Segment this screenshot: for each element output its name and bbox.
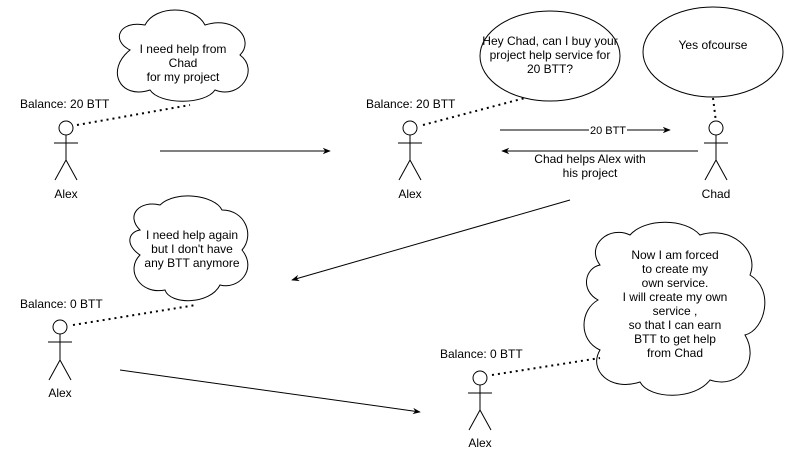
thought-line: I need help from (139, 42, 227, 56)
speech-bubble-chad (642, 6, 784, 98)
payment-label-text: 20 BTT (588, 125, 628, 137)
actor-alex-2 (398, 120, 422, 181)
actor-alex-3 (48, 319, 72, 381)
balance-label-2: Balance: 20 BTT (366, 97, 456, 111)
actor-name-chad: Chad (701, 187, 731, 201)
speech-line: 20 BTT? (526, 62, 574, 76)
thought-cloud-alex-1 (117, 9, 249, 102)
thought-line: service , (652, 304, 698, 318)
thought-line: own service. (641, 276, 709, 290)
speech-bubble-alex-2 (479, 10, 621, 102)
thought-line: BTT to get help (634, 332, 716, 346)
actor-name-alex-2: Alex (398, 187, 422, 201)
speech-text-alex-2: Hey Chad, can I buy your project help se… (478, 34, 622, 76)
thought-connector-3 (72, 304, 197, 326)
thought-line: to create my (641, 262, 709, 276)
thought-cloud-alex-3 (129, 195, 249, 302)
thought-line: from Chad (646, 346, 704, 360)
service-line: his project (562, 166, 618, 180)
actor-name-alex-4: Alex (468, 436, 492, 450)
actor-chad (704, 120, 728, 181)
balance-label-1: Balance: 20 BTT (20, 97, 110, 111)
balance-label-3: Balance: 0 BTT (20, 297, 103, 311)
flow-arrow-3-to-4 (119, 369, 421, 415)
thought-text-alex-3: I need help again but I don't have any B… (136, 228, 248, 270)
thought-line: I will create my own (622, 290, 728, 304)
actor-alex-1 (54, 120, 78, 181)
balance-label-4: Balance: 0 BTT (440, 347, 523, 361)
thought-text-alex-4: Now I am forced to create my own service… (610, 248, 740, 360)
thought-connector-1 (76, 104, 191, 126)
thought-text-alex-1: I need help from Chad for my project (128, 42, 238, 84)
speech-line: Hey Chad, can I buy your (482, 34, 618, 48)
flow-arrow-2-to-3 (291, 199, 571, 282)
payment-label: 20 BTT (585, 124, 631, 138)
thought-cloud-alex-4 (583, 221, 766, 396)
service-label: Chad helps Alex with his project (525, 152, 655, 180)
thought-line: so that I can earn (628, 318, 722, 332)
speech-connector-chad (712, 97, 717, 123)
thought-line: I need help again (145, 228, 239, 242)
thought-line: Now I am forced (631, 248, 719, 262)
thought-connector-4 (491, 357, 601, 376)
actor-alex-4 (468, 370, 492, 431)
thought-line: any BTT anymore (144, 256, 240, 270)
actor-name-alex-1: Alex (54, 187, 78, 201)
thought-line: but I don't have (151, 242, 233, 256)
thought-line: for my project (146, 70, 220, 84)
thought-line: Chad (168, 56, 198, 70)
speech-text-chad: Yes ofcourse (663, 38, 763, 52)
speech-line: project help service for (489, 48, 611, 62)
speech-line: Yes ofcourse (678, 38, 748, 52)
service-line: Chad helps Alex with (534, 152, 646, 166)
actor-name-alex-3: Alex (48, 386, 72, 400)
